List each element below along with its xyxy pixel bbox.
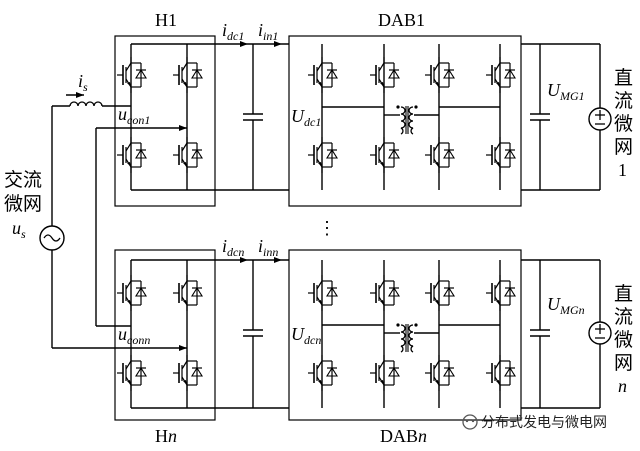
dc-grid-top-4: 网 [614, 136, 633, 158]
umg1-label: UMG1 [547, 80, 585, 103]
top-section [114, 35, 612, 207]
dc-grid-bot-2: 流 [614, 306, 633, 328]
iin1-label: iin1 [258, 20, 278, 43]
bottom-section [114, 249, 612, 421]
us-label: us [12, 218, 26, 241]
iinn-label: iinn [258, 236, 278, 259]
dabn-label: DABn [380, 426, 427, 446]
ac-grid-label-2: 微网 [4, 193, 42, 215]
udc1-label: Udc1 [291, 106, 321, 129]
udcn-label: Udcn [291, 324, 321, 347]
inductor-icon [69, 101, 103, 107]
h1-bridge-box [114, 35, 216, 207]
watermark-text: 分布式发电与微电网 [481, 415, 607, 431]
dab1-label: DAB1 [378, 10, 425, 30]
idcn-label: idcn [222, 236, 244, 259]
ellipsis: ⋮ [318, 218, 336, 238]
is-label: is [78, 71, 88, 94]
hn-label: Hn [155, 426, 177, 446]
dc-grid-top-2: 流 [614, 90, 633, 112]
dc-grid-bot-3: 微 [614, 329, 633, 351]
uconn-label: uconn [118, 324, 150, 347]
ac-side [39, 92, 187, 351]
hn-bridge-box [114, 249, 216, 421]
ac-grid-label-1: 交流 [4, 169, 42, 191]
umgn-label: UMGn [547, 294, 585, 317]
dc-grid-top-5: 1 [618, 160, 627, 180]
dc-grid-bot-5: n [618, 376, 627, 396]
dc-grid-bot-4: 网 [614, 352, 633, 374]
ucon1-label: ucon1 [118, 104, 150, 127]
dc-grid-top-3: 微 [614, 113, 633, 135]
dab1-box [288, 35, 522, 207]
labels: H1 DAB1 idc1 iin1 is ucon1 Udc1 UMG1 ⋮ i… [4, 10, 633, 446]
dc-grid-top-1: 直 [614, 67, 633, 89]
idc1-label: idc1 [222, 20, 244, 43]
wechat-icon [462, 414, 478, 430]
dabn-box [288, 249, 522, 421]
dc-grid-bot-1: 直 [614, 283, 633, 305]
watermark: 分布式发电与微电网 [462, 414, 607, 431]
h1-label: H1 [155, 10, 177, 30]
